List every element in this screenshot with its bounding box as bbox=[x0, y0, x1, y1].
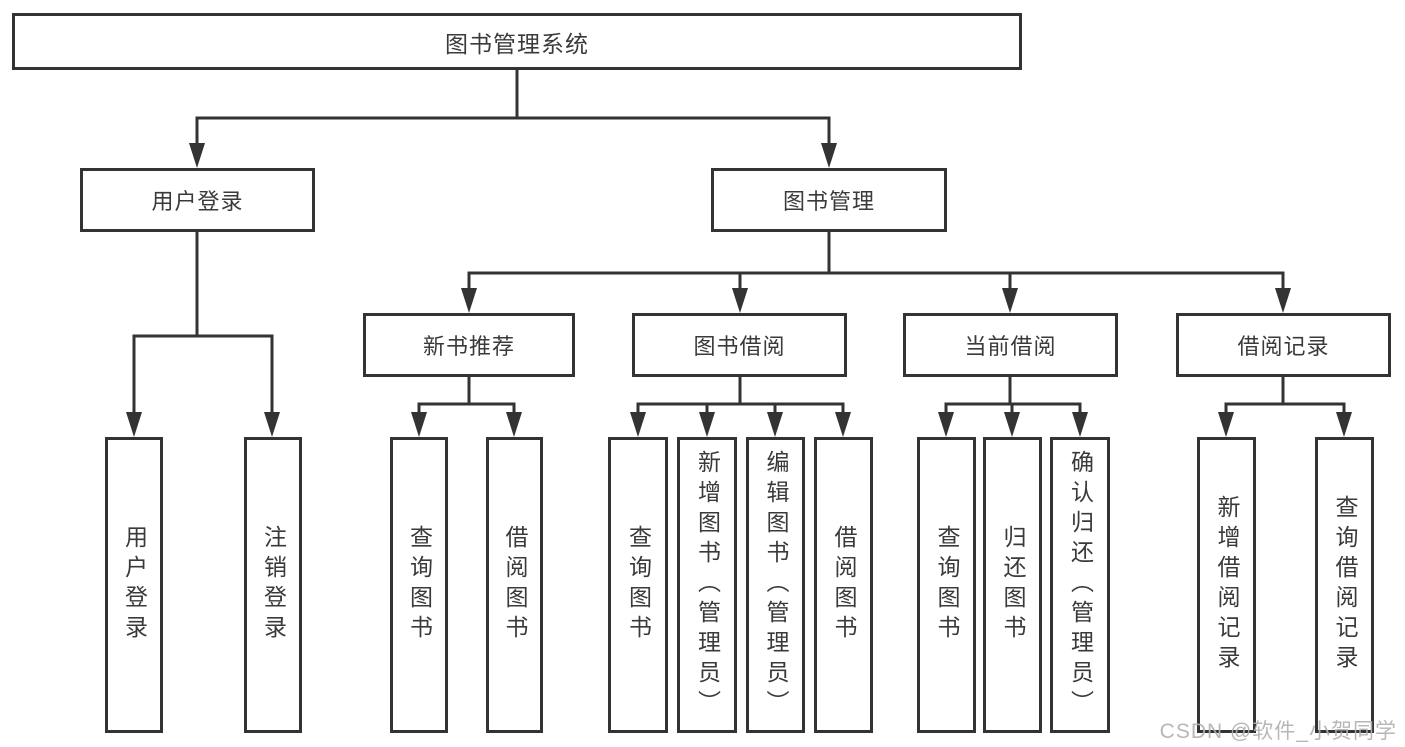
node-label: 图书管理 bbox=[782, 189, 875, 214]
leaf-label: 注销登录 bbox=[260, 525, 287, 645]
leaf-logout: 注销登录 bbox=[244, 437, 302, 733]
node-current-borrow: 当前借阅 bbox=[903, 313, 1118, 377]
node-borrow-records: 借阅记录 bbox=[1176, 313, 1391, 377]
leaf-borrow-books-2: 借阅图书 bbox=[814, 437, 873, 733]
node-book-management: 图书管理 bbox=[711, 168, 947, 232]
leaf-label: 查询借阅记录 bbox=[1332, 495, 1358, 675]
leaf-query-books-2: 查询图书 bbox=[608, 437, 668, 733]
node-label: 用户登录 bbox=[151, 189, 244, 214]
leaf-label: 新增图书（管理员） bbox=[694, 450, 721, 720]
leaf-label: 新增借阅记录 bbox=[1214, 495, 1240, 675]
leaf-user-login: 用户登录 bbox=[105, 437, 163, 733]
node-label: 图书管理系统 bbox=[445, 30, 589, 57]
leaf-label: 归还图书 bbox=[1000, 525, 1026, 645]
leaf-return-books: 归还图书 bbox=[983, 437, 1042, 733]
leaf-query-books-3: 查询图书 bbox=[917, 437, 976, 733]
leaf-label: 查询图书 bbox=[625, 525, 652, 645]
leaf-edit-books-admin: 编辑图书（管理员） bbox=[746, 437, 805, 733]
leaf-add-books-admin: 新增图书（管理员） bbox=[677, 437, 737, 733]
leaf-label: 确认归还（管理员） bbox=[1067, 450, 1094, 720]
leaf-label: 借阅图书 bbox=[831, 525, 857, 645]
node-label: 当前借阅 bbox=[964, 334, 1057, 359]
leaf-confirm-return-admin: 确认归还（管理员） bbox=[1050, 437, 1110, 733]
leaf-label: 用户登录 bbox=[121, 525, 148, 645]
node-user-login: 用户登录 bbox=[80, 168, 315, 232]
node-book-borrow: 图书借阅 bbox=[632, 313, 847, 377]
leaf-query-books-1: 查询图书 bbox=[390, 437, 448, 733]
leaf-add-borrow-record: 新增借阅记录 bbox=[1197, 437, 1256, 733]
node-new-book-recommend: 新书推荐 bbox=[363, 313, 575, 377]
leaf-query-borrow-record: 查询借阅记录 bbox=[1315, 437, 1374, 733]
node-label: 图书借阅 bbox=[693, 334, 786, 359]
csdn-watermark: CSDN @软件_小贺同学 bbox=[1159, 720, 1397, 743]
node-label: 新书推荐 bbox=[422, 334, 515, 359]
leaf-borrow-books-1: 借阅图书 bbox=[486, 437, 543, 733]
leaf-label: 借阅图书 bbox=[502, 525, 528, 645]
node-label: 借阅记录 bbox=[1237, 334, 1330, 359]
node-root-library-system: 图书管理系统 bbox=[12, 13, 1022, 70]
leaf-label: 查询图书 bbox=[934, 525, 960, 645]
leaf-label: 查询图书 bbox=[406, 525, 433, 645]
leaf-label: 编辑图书（管理员） bbox=[763, 450, 789, 720]
